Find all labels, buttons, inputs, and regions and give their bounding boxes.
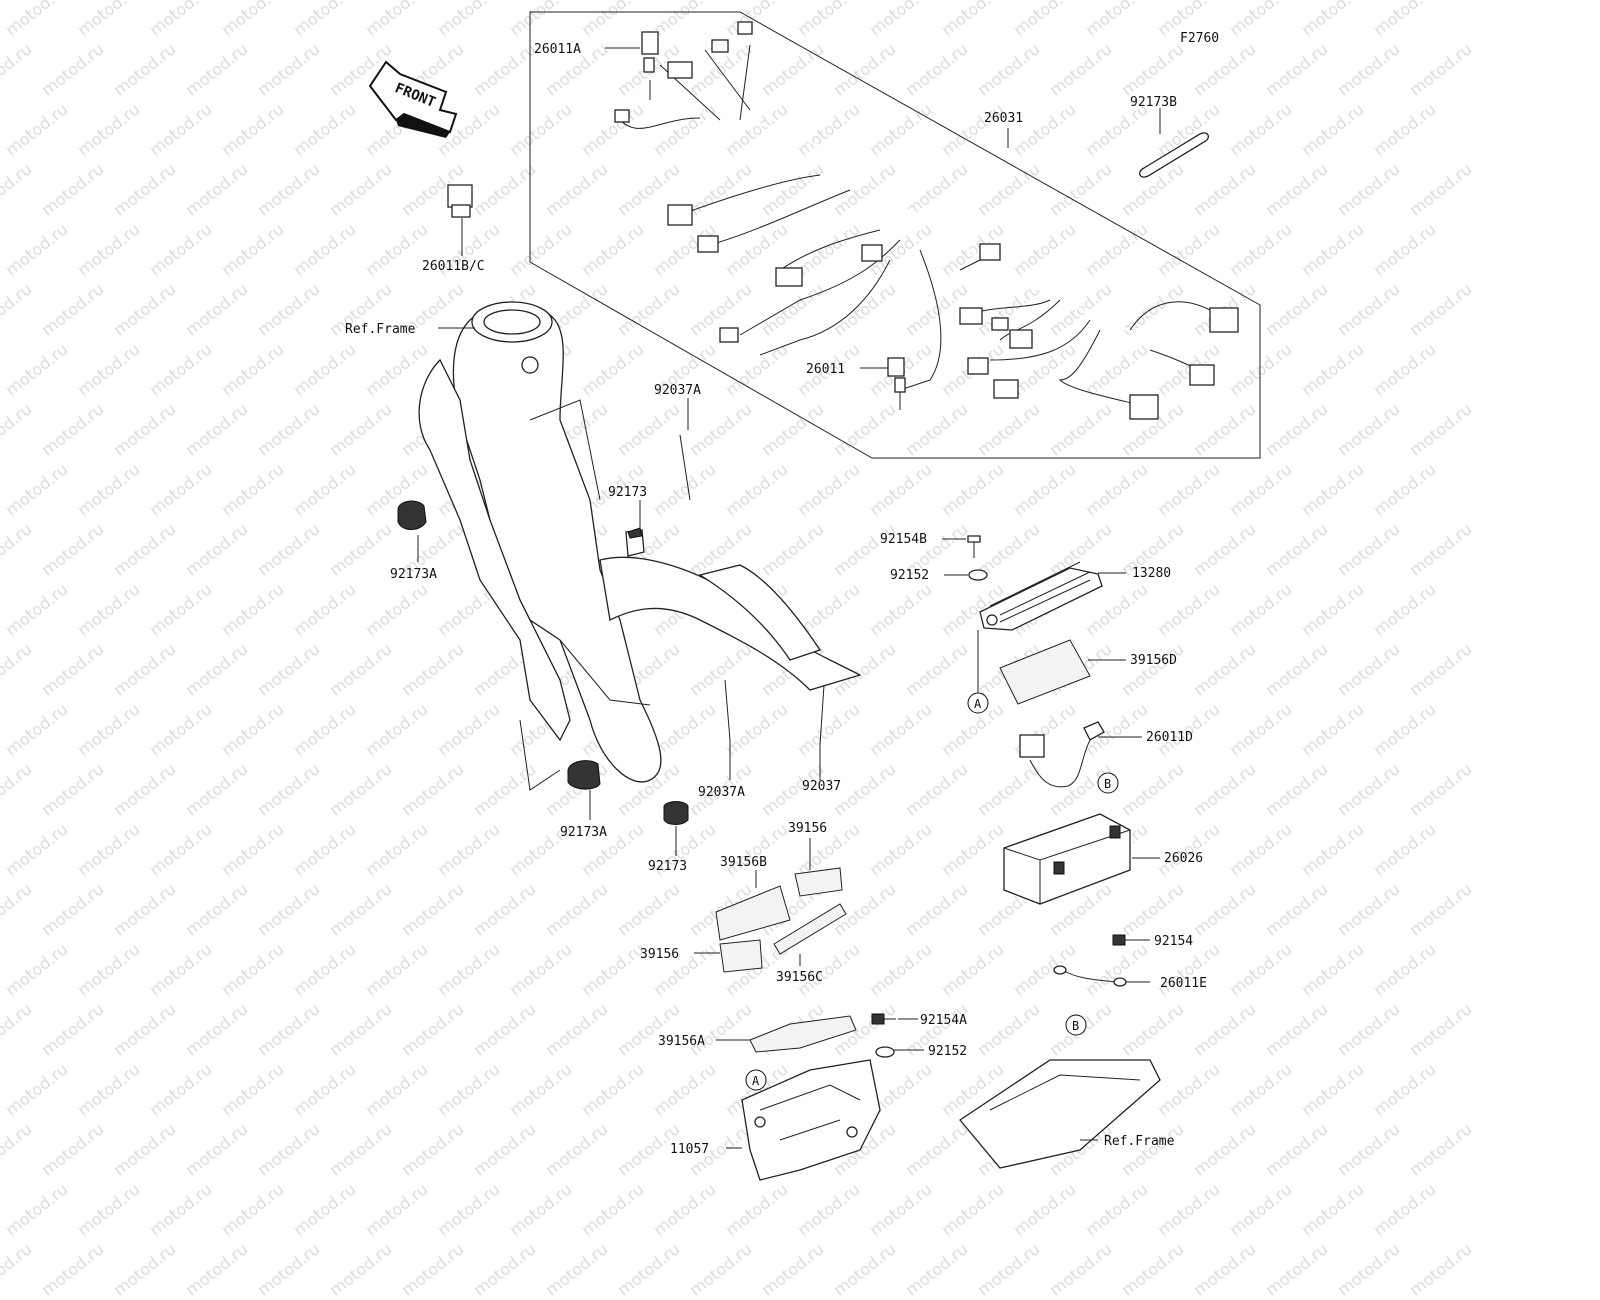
callout-92154b: 92154B — [880, 532, 927, 547]
watermark-text: motod.ru — [685, 1239, 756, 1300]
callout-26011e: 26011E — [1160, 976, 1207, 991]
pad-39156b — [715, 885, 791, 941]
callout-11057: 11057 — [670, 1142, 709, 1157]
callout-26011a: 26011A — [534, 42, 581, 57]
wiring-harness — [614, 21, 1239, 420]
watermark-text: motod.ru — [1333, 1239, 1404, 1300]
battery-case-13280 — [979, 561, 1103, 631]
callout-26011d: 26011D — [1146, 730, 1193, 745]
circle-a-upper: A — [967, 692, 989, 714]
clamp-92173a-upper — [397, 500, 427, 530]
harness-box-outline — [529, 11, 1261, 459]
callout-92154: 92154 — [1154, 934, 1193, 949]
callout-92173b: 92173B — [1130, 95, 1177, 110]
callout-39156d: 39156D — [1130, 653, 1177, 668]
battery-26026 — [1003, 813, 1131, 905]
callout-92152-upper: 92152 — [890, 568, 929, 583]
callout-92152-lower: 92152 — [928, 1044, 967, 1059]
callout-26031: 26031 — [984, 111, 1023, 126]
pad-39156c — [773, 903, 847, 955]
callout-39156-upper: 39156 — [788, 821, 827, 836]
callout-92173a-upper: 92173A — [390, 567, 437, 582]
watermark-text: motod.ru — [1189, 1239, 1260, 1300]
circle-b-upper-label: B — [1104, 777, 1111, 791]
washer-92152-upper — [968, 569, 988, 581]
callout-26026: 26026 — [1164, 851, 1203, 866]
circle-a-lower-label: A — [752, 1074, 760, 1088]
parts-diagram: F2760 FRONT — [345, 11, 1261, 1181]
callout-26011: 26011 — [806, 362, 845, 377]
watermark-text: motod.ru — [1405, 1239, 1476, 1300]
clamp-92173a-lower — [567, 760, 601, 790]
clamp-92173-upper — [625, 527, 645, 557]
relay-26011bc — [447, 184, 473, 218]
front-arrow-icon: FRONT — [368, 60, 458, 138]
watermark-text: motod.ru — [1045, 1239, 1116, 1300]
callout-39156c: 39156C — [776, 970, 823, 985]
circle-a-upper-label: A — [974, 697, 982, 711]
watermark-text: motod.ru — [181, 1239, 252, 1300]
circle-b-lower: B — [1065, 1014, 1087, 1036]
circle-b-lower-label: B — [1072, 1019, 1079, 1033]
leader-lines — [417, 47, 1161, 1149]
strap-92173b — [1139, 132, 1209, 178]
cable-26011d — [1019, 721, 1105, 788]
watermark-text: motod.ru — [901, 1239, 972, 1300]
bolt-92154b — [967, 535, 981, 558]
washer-92152-lower — [875, 1046, 895, 1058]
callout-92037: 92037 — [802, 779, 841, 794]
watermark-text: motod.ru — [109, 1239, 180, 1300]
figure-code: F2760 — [1180, 31, 1219, 46]
frame — [418, 301, 862, 791]
bolt-92154a — [871, 1013, 896, 1025]
watermark-text: motod.ru — [37, 1239, 108, 1300]
callout-92037a-upper: 92037A — [654, 383, 701, 398]
watermark-text: motod.ru — [469, 1239, 540, 1300]
callout-92154a: 92154A — [920, 1013, 967, 1028]
pad-39156-lower — [719, 939, 763, 973]
callout-92173a-lower: 92173A — [560, 825, 607, 840]
clamp-92173-lower — [663, 801, 689, 825]
ref-frame-lower — [959, 1059, 1161, 1169]
callout-ref-frame-lower: Ref.Frame — [1104, 1134, 1175, 1149]
callout-39156a: 39156A — [658, 1034, 705, 1049]
bolt-92154 — [1112, 934, 1126, 946]
watermark-text: motod.ru — [325, 1239, 396, 1300]
callout-92037a-lower: 92037A — [698, 785, 745, 800]
callout-39156-lower: 39156 — [640, 947, 679, 962]
watermark-text: motod.ru — [397, 1239, 468, 1300]
watermark-text: motod.ru — [613, 1239, 684, 1300]
watermark-text: motod.ru — [541, 1239, 612, 1300]
callout-13280: 13280 — [1132, 566, 1171, 581]
watermark-text: motod.ru — [757, 1239, 828, 1300]
watermark-text: motod.ru — [253, 1239, 324, 1300]
watermark-text: motod.ru — [1261, 1239, 1332, 1300]
callout-92173-lower: 92173 — [648, 859, 687, 874]
callout-39156b: 39156B — [720, 855, 767, 870]
pad-39156-upper — [794, 867, 843, 897]
callout-ref-frame-upper: Ref.Frame — [345, 322, 416, 337]
pad-39156d — [999, 639, 1091, 705]
callout-92173-upper: 92173 — [608, 485, 647, 500]
tray-11057 — [741, 1059, 881, 1181]
watermark-text: motod.ru — [829, 1239, 900, 1300]
watermark-text: motod.ru — [973, 1239, 1044, 1300]
cable-26011e — [1053, 965, 1127, 987]
circle-a-lower: A — [745, 1069, 767, 1091]
pad-39156a — [749, 1015, 857, 1053]
callout-26011bc: 26011B/C — [422, 259, 485, 274]
watermark-text: motod.ru — [1117, 1239, 1188, 1300]
watermark-text: motod.ru — [0, 1239, 36, 1300]
circle-b-upper: B — [1097, 772, 1119, 794]
